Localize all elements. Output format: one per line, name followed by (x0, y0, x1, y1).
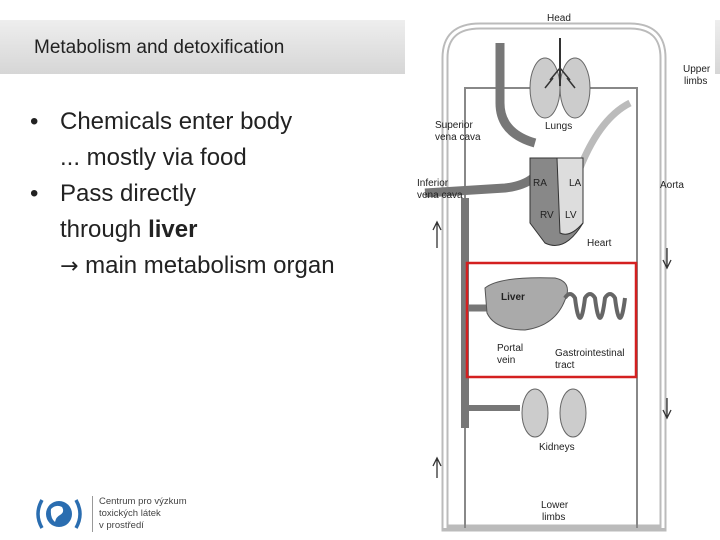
logo-line: toxických látek (99, 508, 161, 519)
bullet-text-line: Chemicals enter body (60, 108, 293, 135)
label-upper-limbs: Upper (683, 64, 711, 75)
label-superior-vena-cava-2: vena cava (435, 132, 481, 143)
bullet-item: • Chemicals enter body ... mostly via fo… (30, 104, 410, 176)
label-inferior-vena-cava-2: vena cava (417, 190, 463, 201)
logo-line: v prostředí (99, 520, 144, 531)
bullet-text-line: Pass directly (60, 180, 197, 207)
label-lv: LV (565, 210, 577, 221)
center-logo: Centrum pro výzkum toxických látek v pro… (34, 494, 204, 538)
flow-arrow-icon (662, 398, 672, 420)
bullet-text-line: ... mostly via food (60, 144, 247, 171)
globe-logo-icon (36, 499, 82, 529)
aorta-vessel (576, 99, 632, 170)
right-arrow-icon: → (60, 254, 79, 279)
label-upper-limbs-2: limbs (684, 76, 707, 87)
bullet-text-suffix: main metabolism organ (78, 252, 335, 279)
liver-highlight-box (465, 261, 638, 379)
label-gi-tract-2: tract (555, 360, 575, 371)
logo-line: Centrum pro výzkum (99, 496, 187, 507)
label-superior-vena-cava: Superior (435, 120, 473, 131)
label-lower-limbs-2: limbs (542, 512, 565, 523)
bullet-text-line: → main metabolism organ (60, 248, 410, 285)
lungs-illustration (529, 38, 591, 119)
logo-caption: Centrum pro výzkum toxických látek v pro… (92, 496, 187, 532)
flow-arrow-icon (662, 248, 672, 270)
kidneys-illustration (521, 388, 587, 438)
label-ra: RA (533, 178, 547, 189)
label-head: Head (547, 13, 571, 24)
label-kidneys: Kidneys (539, 442, 575, 453)
heart-illustration (529, 157, 584, 246)
circulation-diagram: Head Upper limbs Lungs Superior vena cav… (405, 8, 715, 540)
bullet-item: • Pass directly through liver → main met… (30, 176, 410, 285)
bullet-marker: • (30, 180, 39, 207)
label-liver: Liver (501, 292, 525, 303)
gi-tract-illustration (563, 292, 627, 320)
label-heart: Heart (587, 238, 612, 249)
liver-illustration (484, 277, 568, 331)
superior-vena-cava (495, 43, 537, 148)
label-la: LA (569, 178, 582, 189)
label-portal-vein-2: vein (497, 355, 515, 366)
bullet-text-prefix: through (60, 216, 149, 243)
flow-arrow-icon (432, 456, 442, 478)
bullet-bold-word: liver (148, 216, 198, 243)
label-lungs: Lungs (545, 121, 572, 132)
flow-arrow-icon (432, 220, 442, 248)
bullet-list: • Chemicals enter body ... mostly via fo… (30, 104, 410, 285)
label-rv: RV (540, 210, 554, 221)
label-aorta: Aorta (660, 180, 684, 191)
label-inferior-vena-cava: Inferior (417, 178, 449, 189)
bullet-text-line: through liver (60, 212, 410, 248)
label-gi-tract: Gastrointestinal (555, 348, 624, 359)
label-lower-limbs: Lower (541, 500, 569, 511)
bullet-marker: • (30, 108, 39, 135)
label-portal-vein: Portal (497, 343, 523, 354)
slide-title: Metabolism and detoxification (34, 37, 285, 58)
